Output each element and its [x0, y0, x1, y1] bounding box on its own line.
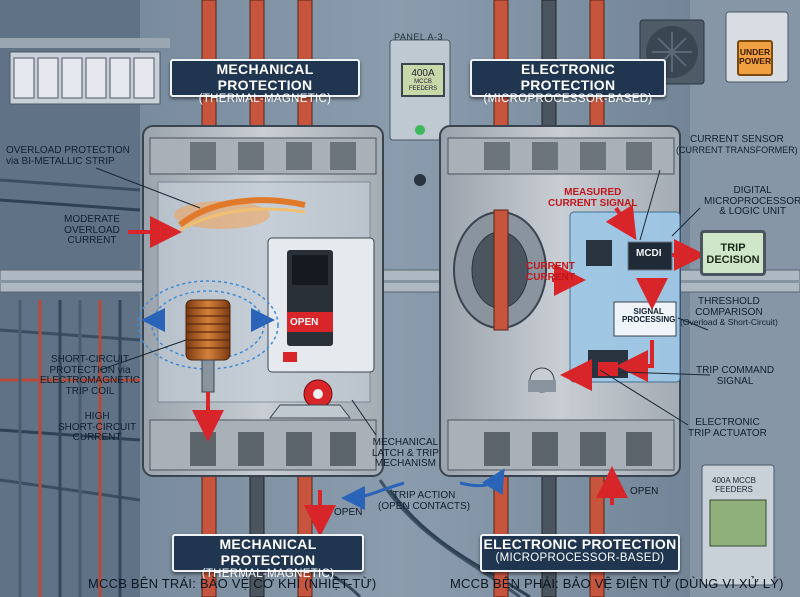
label-short-line2: PROTECTION via [49, 364, 131, 376]
title-mechanical-top: MECHANICAL PROTECTION (THERMAL-MAGNETIC) [170, 59, 360, 105]
left-mccb-body [142, 125, 384, 477]
label-sensor-line1: CURRENT SENSOR [689, 134, 784, 145]
bimetallic-strip [174, 197, 306, 232]
label-actuator-line1: ELECTRONIC [695, 417, 760, 428]
title-electronic-top: ELECTRONIC PROTECTION (MICROPROCESSOR-BA… [470, 59, 666, 105]
label-current-sensor: CURRENT SENSOR (CURRENT TRANSFORMER) [676, 134, 798, 155]
label-short-line1: SHORT-CIRCUIT [50, 354, 130, 365]
under-power-line1: UNDER [739, 47, 771, 57]
label-overload-line1: OVERLOAD PROTECTION [6, 145, 130, 156]
trip-action-arrows [141, 308, 505, 510]
title-electronic-bottom-line1: ELECTRONIC PROTECTION [483, 536, 677, 552]
current-flow-arrows [128, 204, 706, 537]
label-trip-cmd-line1: TRIP COMMAND [696, 365, 775, 376]
feeders-line1: 400A MCCB [712, 476, 757, 485]
label-moderate-line2: OVERLOAD [64, 224, 120, 236]
caption-left: MCCB BÊN TRÁI: BẢO VỆ CƠ KHÍ (NHIỆT-TỪ) [88, 576, 377, 591]
under-power-line2: POWER [739, 56, 772, 67]
leader-lines [95, 167, 711, 436]
title-mechanical-bottom: MECHANICAL PROTECTION (THERMAL-MAGNETIC) [172, 534, 364, 580]
label-short-line3: ELECTROMAGNETIC [40, 375, 141, 386]
label-trip-action-line1: TRIP ACTION [392, 490, 456, 501]
caption-right: MCCB BÊN PHẢI: BẢO VỆ ĐIỆN TỬ (DÙNG VI X… [450, 576, 784, 591]
label-latch-line3: MECHANISM [374, 458, 436, 469]
label-trip-cmd-line2: SIGNAL [716, 375, 754, 387]
label-latch-line1: MECHANICAL [372, 437, 439, 448]
label-threshold-line1: THRESHOLD [698, 296, 760, 307]
label-short-line4: TRIP COIL [65, 385, 115, 397]
label-moderate-overload: MODERATE OVERLOAD CURRENT [64, 214, 120, 247]
trip-decision-line2: DECISION [706, 254, 760, 267]
label-electronic-actuator: ELECTRONIC TRIP ACTUATOR [688, 417, 767, 439]
label-signal-processing: SIGNAL PROCESSING [622, 307, 676, 325]
label-actuator-line2: TRIP ACTUATOR [688, 427, 767, 439]
label-measured-line1: MEASURED [564, 187, 622, 198]
panel-meter: 400A MCCB FEEDERS [401, 63, 445, 97]
trip-decision-line1: TRIP [720, 242, 746, 254]
label-open-left: OPEN [334, 507, 363, 518]
label-digital-line2: MICROPROCESSOR [704, 195, 800, 207]
mcu-chip-label: MCDI [636, 248, 662, 259]
label-digital-line1: DIGITAL [733, 185, 772, 196]
meter-line2: MCCB FEEDERS [408, 79, 438, 92]
title-mechanical-top-line2: (THERMAL-MAGNETIC) [198, 93, 332, 105]
label-digital-microprocessor: DIGITAL MICROPROCESSOR & LOGIC UNIT [704, 185, 800, 218]
meter-line1: 400A [411, 68, 435, 79]
feeders-line2: FEEDERS [715, 484, 753, 494]
label-threshold-line2: COMPARISON [695, 306, 763, 318]
label-latch-line2: LATCH & TRIP [372, 447, 439, 459]
label-sensor-line2: (CURRENT TRANSFORMER) [676, 144, 798, 155]
label-moderate-line1: MODERATE [64, 214, 120, 225]
label-mechanical-latch: MECHANICAL LATCH & TRIP MECHANISM [372, 437, 439, 470]
title-mechanical-top-line1: MECHANICAL PROTECTION [216, 61, 314, 93]
trip-coil [137, 280, 279, 393]
label-high-line2: SHORT-CIRCUIT [58, 421, 137, 433]
label-overload-line2: via BI-METALLIC STRIP [6, 155, 115, 167]
label-high-short-circuit: HIGH SHORT-CIRCUIT CURRENT [58, 411, 137, 444]
label-measured-line2: CURRENT SIGNAL [548, 197, 638, 209]
title-mechanical-bottom-line2: (THERMAL-MAGNETIC) [201, 568, 335, 580]
under-power-indicator: UNDER POWER [737, 40, 773, 76]
label-current-in: CURRENT CURRENT [526, 261, 575, 283]
label-trip-command: TRIP COMMAND SIGNAL [696, 365, 775, 387]
label-high-line1: HIGH [84, 411, 110, 422]
label-current-line2: CURRENT [526, 271, 575, 283]
label-trip-action-line2: (OPEN CONTACTS) [378, 500, 471, 512]
title-electronic-bottom-line2: (MICROPROCESSOR-BASED) [495, 552, 665, 564]
label-trip-action: TRIP ACTION (OPEN CONTACTS) [378, 490, 471, 512]
panel-label: PANEL A-3 [394, 32, 444, 42]
right-mccb-body [439, 125, 681, 477]
label-signal-line2: PROCESSING [622, 315, 676, 325]
label-threshold-line3: (Overload & Short-Circuit) [680, 317, 778, 327]
label-measured-current: MEASURED CURRENT SIGNAL [548, 187, 638, 209]
label-signal-line1: SIGNAL [633, 307, 664, 316]
title-electronic-top-line2: (MICROPROCESSOR-BASED) [483, 93, 653, 105]
title-electronic-top-line1: ELECTRONIC PROTECTION [520, 61, 616, 93]
label-open-right: OPEN [630, 486, 659, 497]
label-high-line3: CURRENT [72, 432, 122, 443]
feeders-label: 400A MCCB FEEDERS [712, 476, 757, 495]
label-current-line1: CURRENT [526, 261, 575, 272]
background-wiring [0, 178, 531, 597]
label-short-circuit-protection: SHORT-CIRCUIT PROTECTION via ELECTROMAGN… [40, 354, 141, 397]
label-moderate-line3: CURRENT [67, 235, 117, 246]
latch-mechanism [268, 379, 352, 419]
trip-decision-display: TRIP DECISION [700, 230, 766, 276]
label-digital-line3: & LOGIC UNIT [719, 206, 786, 217]
label-threshold-comparison: THRESHOLD COMPARISON (Overload & Short-C… [680, 296, 778, 327]
title-mechanical-bottom-line1: MECHANICAL PROTECTION [219, 536, 317, 568]
handle-open-label: OPEN [290, 317, 319, 328]
label-overload-protection: OVERLOAD PROTECTION via BI-METALLIC STRI… [6, 145, 130, 167]
title-electronic-bottom: ELECTRONIC PROTECTION (MICROPROCESSOR-BA… [480, 534, 680, 572]
